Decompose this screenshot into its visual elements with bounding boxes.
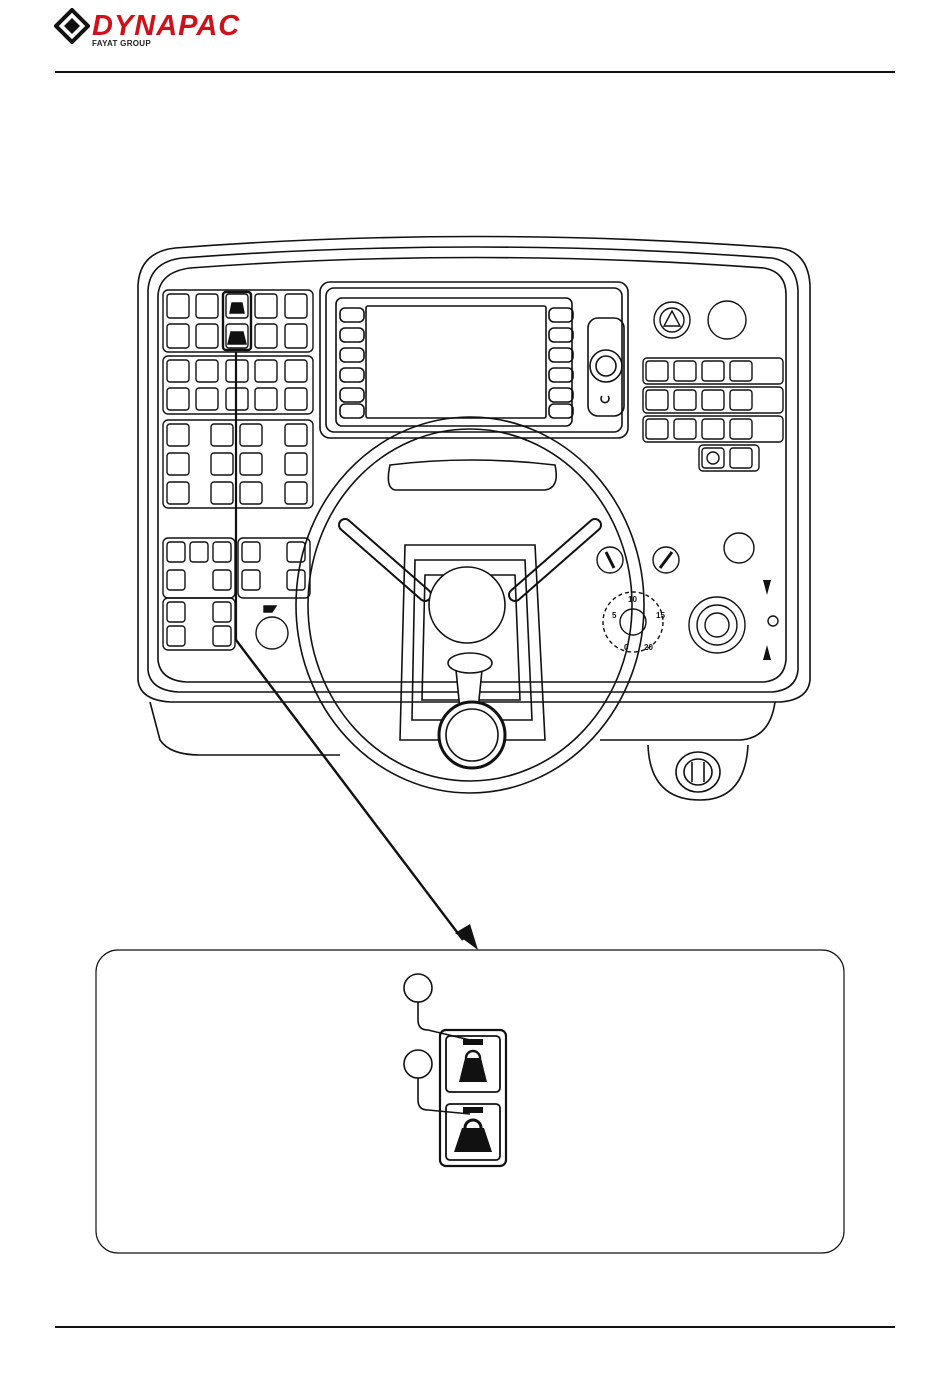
weight-heavy-icon: [454, 1120, 492, 1152]
display-left-buttons: [340, 308, 364, 418]
weight-heavy-led: [463, 1107, 483, 1113]
callout-arrow: [455, 924, 478, 950]
callout-marker-2: [404, 1050, 432, 1078]
callout-marker-1: [404, 974, 432, 1002]
speed-label-20: 20: [644, 643, 653, 652]
left-button-grid-top: [163, 290, 313, 508]
warning-triangle-icon: [664, 311, 680, 326]
parking-icon: [707, 452, 719, 464]
callout-leader: [236, 352, 478, 950]
weight-light-icon: [459, 1051, 487, 1082]
horn-icon: [264, 606, 276, 612]
speed-label-5: 5: [612, 611, 617, 620]
display-right-buttons: [549, 308, 573, 418]
steering-wheel: [296, 417, 644, 793]
zoom-detail: [96, 950, 844, 1253]
emergency-stop: [708, 301, 746, 339]
speed-label-15: 15: [656, 611, 665, 620]
display-unit: [320, 282, 628, 438]
weight-light-led: [463, 1039, 483, 1045]
right-controls: [597, 301, 783, 660]
horn-button: [256, 617, 288, 649]
